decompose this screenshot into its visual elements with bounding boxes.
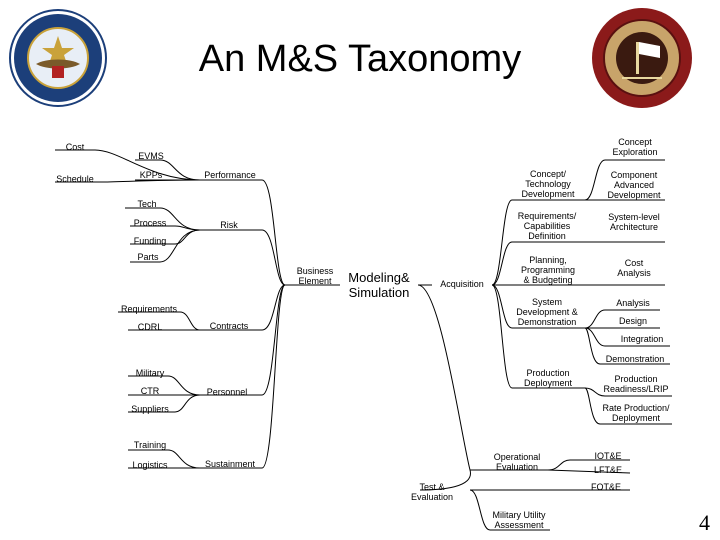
- analysis-label: Analysis: [616, 298, 650, 308]
- contracts-label: Contracts: [209, 321, 249, 331]
- page-title: An M&S Taxonomy: [198, 38, 522, 80]
- ctd-ce: [584, 159, 665, 201]
- req-cap-def-label: Requirements/ Capabilities Definition: [517, 211, 577, 241]
- acq-ctd: [491, 199, 585, 286]
- component-adv-dev-label: Component Advanced Development: [607, 170, 661, 200]
- funding-label: Funding: [133, 236, 167, 246]
- pers-military: [128, 375, 201, 396]
- perf-evms: [135, 159, 201, 181]
- fote-label: FOT&E: [590, 482, 621, 492]
- trunk-personnel: [200, 284, 286, 396]
- concept-exploration-label: Concept Exploration: [612, 137, 658, 157]
- risk-label: Risk: [220, 220, 238, 230]
- logistics-label: Logistics: [132, 460, 168, 470]
- process-label: Process: [133, 218, 167, 228]
- business-element-label: Business Element: [296, 266, 334, 286]
- center-node-label: Modeling& Simulation: [348, 270, 410, 300]
- te-mua: [469, 489, 550, 531]
- trunk-sustainment: [200, 284, 286, 469]
- perf-cost: [55, 149, 201, 181]
- pers-suppliers: [128, 394, 201, 413]
- cost-label: Cost: [65, 142, 85, 152]
- sustainment-label: Sustainment: [204, 459, 256, 469]
- mua-label: Military Utility Assessment: [492, 510, 546, 530]
- lfte-label: LFT&E: [593, 465, 622, 475]
- acq-prod: [491, 284, 585, 389]
- prod-rate: [584, 387, 672, 425]
- ppb-label: Planning, Programming & Budgeting: [520, 255, 576, 285]
- suppliers-label: Suppliers: [131, 404, 169, 414]
- right-branches: [417, 159, 672, 531]
- acq-rcd: [491, 241, 585, 286]
- integration-label: Integration: [620, 334, 664, 344]
- ctr-label: CTR: [140, 386, 160, 396]
- opeval-lfte: [547, 469, 631, 474]
- page-number: 4: [699, 510, 710, 535]
- evms-label: EVMS: [138, 151, 164, 161]
- sdd-analysis: [584, 309, 660, 329]
- concept-tech-dev-label: Concept/ Technology Development: [521, 169, 575, 199]
- rate-prod-label: Rate Production/ Deployment: [602, 403, 670, 423]
- personnel-label: Personnel: [206, 387, 248, 397]
- prod-readiness-label: Production Readiness/LRIP: [603, 374, 669, 394]
- contracts-req: [118, 311, 201, 331]
- design-label: Design: [618, 316, 647, 326]
- acquisition-label: Acquisition: [440, 279, 484, 289]
- prod-deploy-label: Production Deployment: [523, 368, 573, 388]
- trunk-risk: [200, 229, 286, 286]
- sus-training: [128, 449, 201, 469]
- performance-label: Performance: [204, 170, 256, 180]
- demonstration-label: Demonstration: [605, 354, 665, 364]
- tech-label: Tech: [137, 199, 157, 209]
- trunk-performance: [200, 179, 286, 286]
- training-label: Training: [133, 440, 167, 450]
- sdd-integration: [584, 327, 670, 347]
- parts-label: Parts: [137, 252, 159, 262]
- military-label: Military: [135, 368, 165, 378]
- requirements-label: Requirements: [120, 304, 178, 314]
- sdd-label: System Development & Demonstration: [516, 297, 578, 327]
- center-to-test: [417, 284, 471, 491]
- sdd-demo: [584, 327, 670, 365]
- iote-label: IOT&E: [594, 451, 622, 461]
- cost-analysis-label: Cost Analysis: [617, 258, 651, 278]
- system-level-arch-label: System-level Architecture: [608, 212, 660, 232]
- cdrl-label: CDRL: [137, 322, 163, 332]
- left-branches: [55, 149, 340, 469]
- cio-seal-icon: [592, 8, 692, 108]
- trunk-contracts: [200, 284, 286, 331]
- prod-readiness: [584, 387, 672, 397]
- acq-sdd: [491, 284, 585, 329]
- test-eval-label: Test & Evaluation: [410, 482, 454, 502]
- risk-parts: [130, 229, 201, 263]
- schedule-label: Schedule: [56, 174, 94, 184]
- operational-eval-label: Operational Evaluation: [493, 452, 541, 472]
- kpps-label: KPPs: [139, 170, 163, 180]
- dod-seal-icon: [9, 9, 107, 107]
